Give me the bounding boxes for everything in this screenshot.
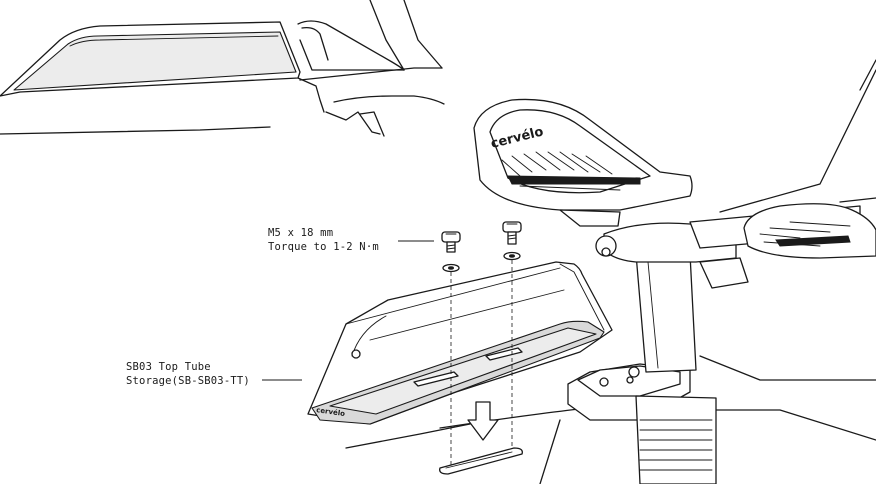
storage-box-logo: cervélo (316, 406, 346, 418)
washer-left (442, 263, 460, 273)
frame-mounting-slot (439, 447, 523, 475)
bolt-left (441, 231, 461, 253)
washer-right (503, 251, 521, 261)
leader-lines (262, 240, 434, 381)
down-arrow-icon (467, 401, 499, 441)
frame-inset-detail (0, 0, 445, 137)
bolt-spec-torque: Torque to 1-2 N·m (268, 241, 379, 253)
storage-part-number: Storage(SB-SB03-TT) (126, 375, 250, 387)
alignment-lines (450, 260, 513, 466)
frame-lines (345, 59, 876, 484)
right-armrest (743, 203, 876, 259)
storage-name: SB03 Top Tube (126, 361, 211, 373)
left-armrest: cervélo (473, 98, 693, 227)
bolt-right (502, 221, 522, 245)
bolt-callout: M5 x 18 mm Torque to 1-2 N·m (268, 227, 379, 253)
bolt-spec-size: M5 x 18 mm (268, 227, 333, 239)
bolt-icon (502, 221, 522, 233)
storage-callout: SB03 Top Tube Storage(SB-SB03-TT) (126, 361, 250, 387)
bolt-icon (441, 231, 461, 243)
storage-box: cervélo (307, 261, 613, 425)
